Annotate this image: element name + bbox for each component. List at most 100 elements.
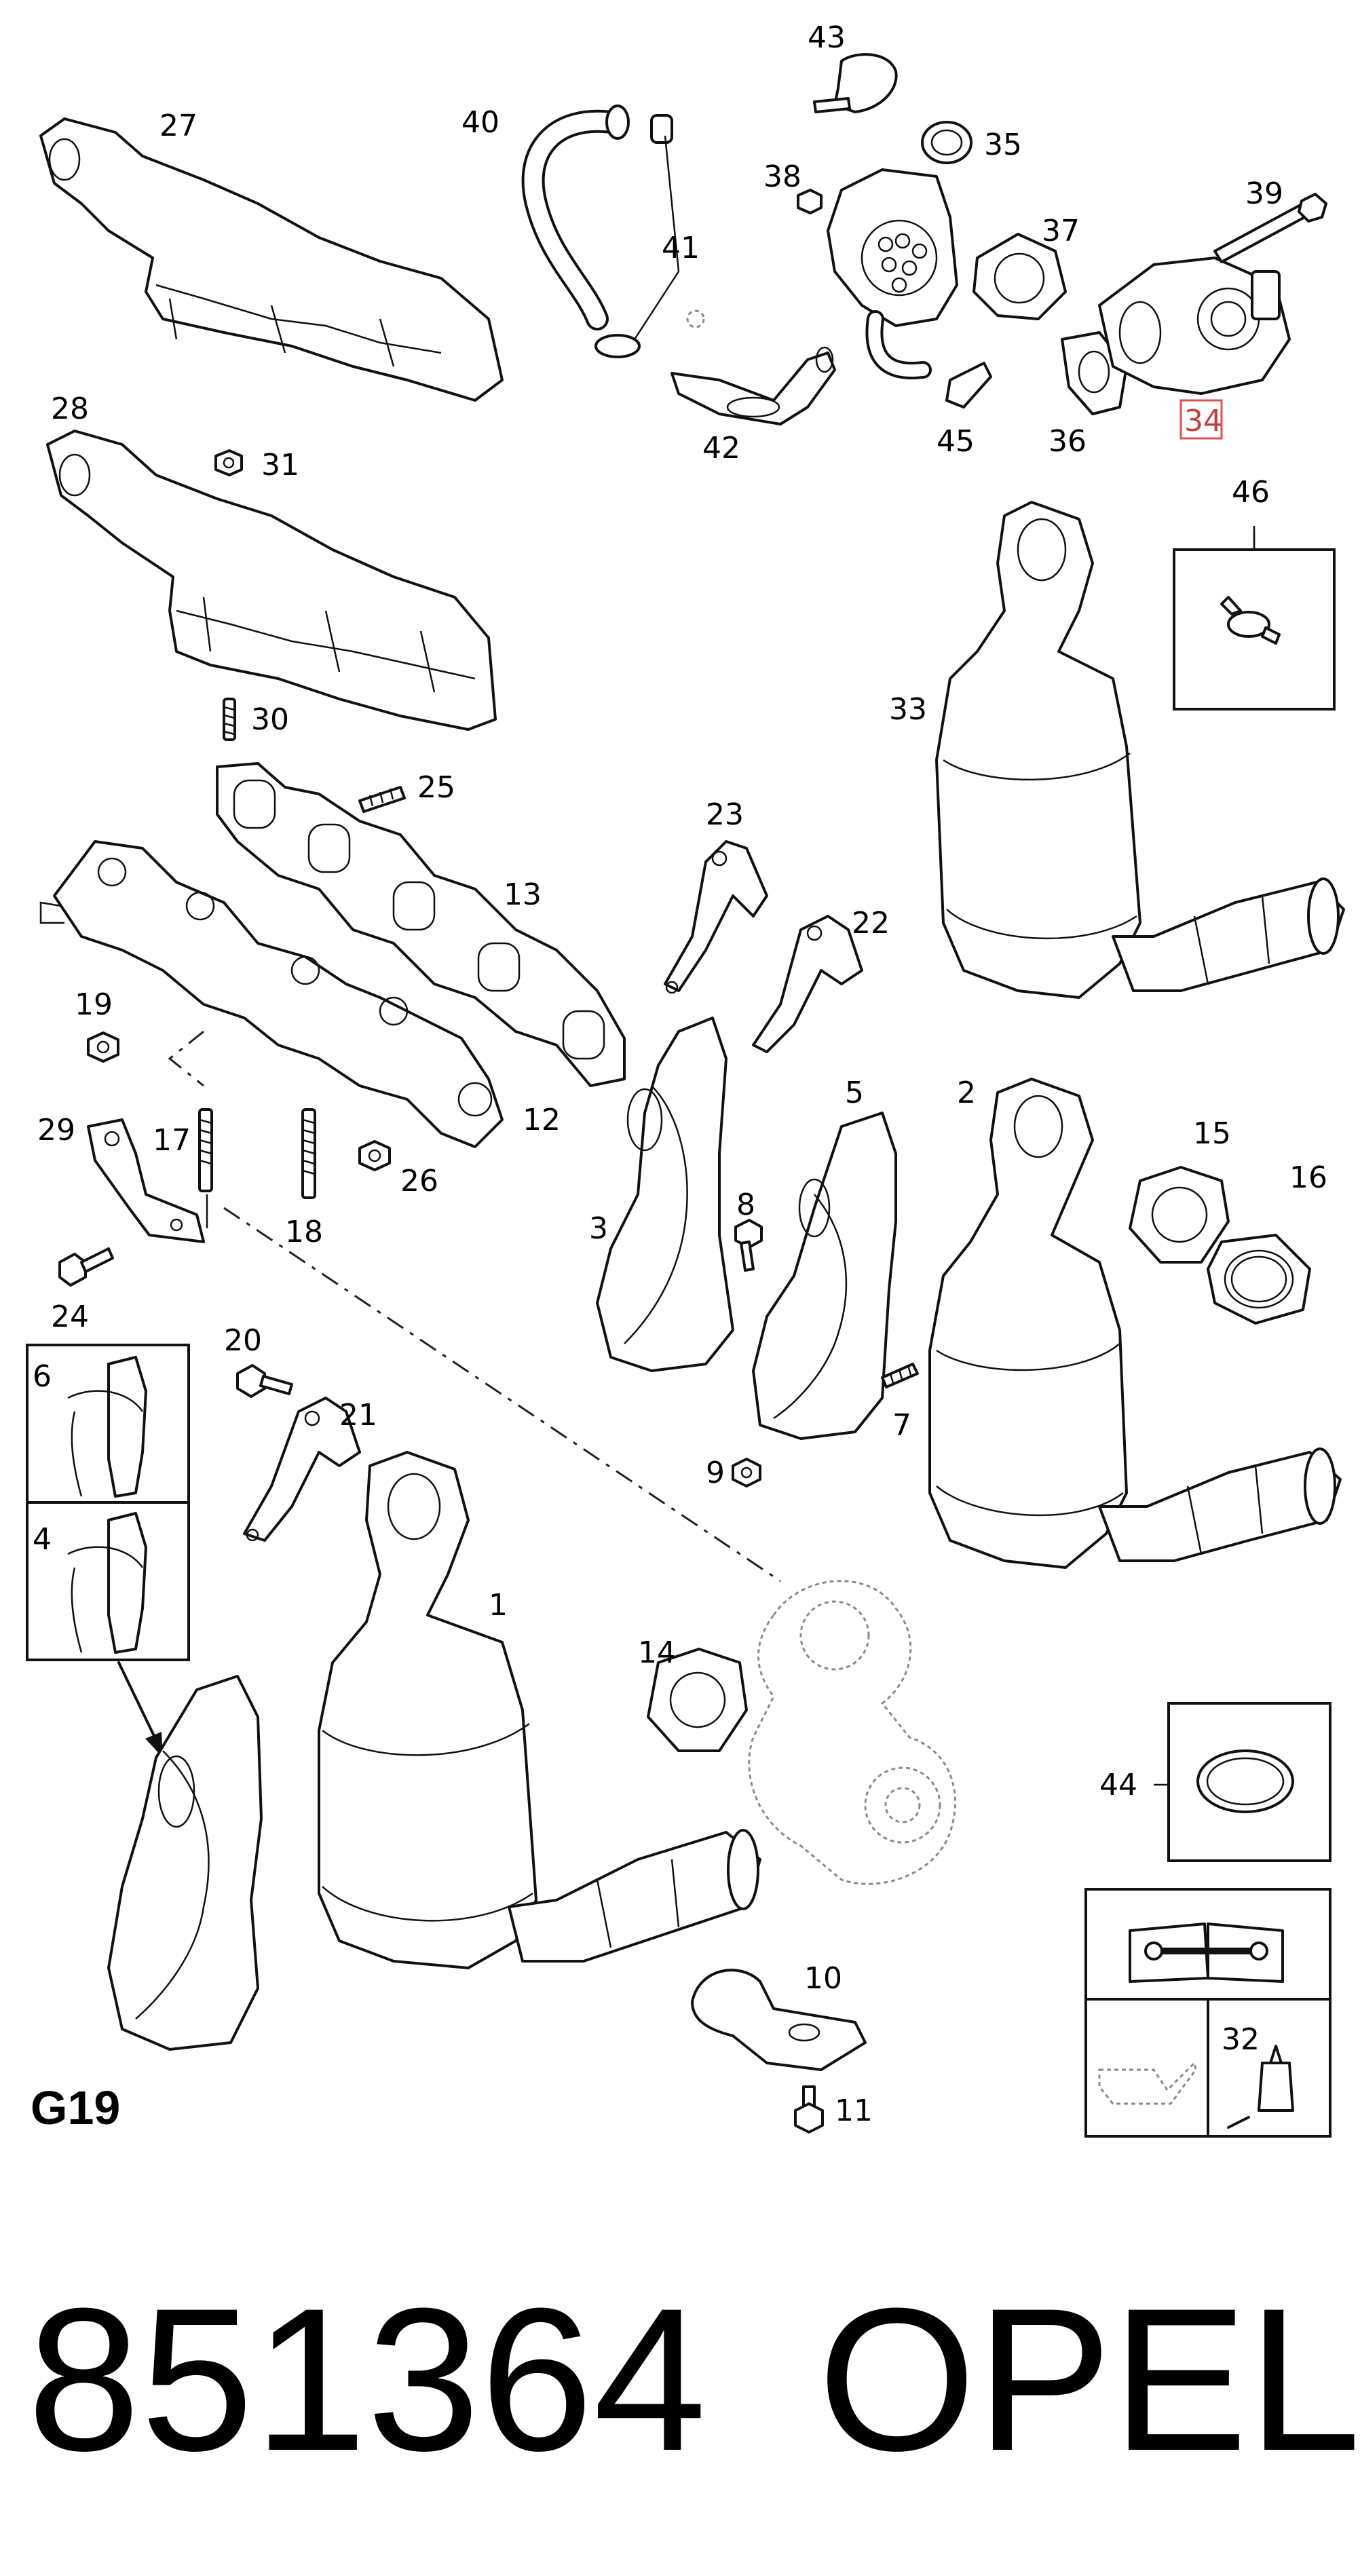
bracket-10 xyxy=(691,1969,867,2071)
callout-15: 15 xyxy=(1193,1116,1231,1151)
callout-27: 27 xyxy=(159,109,197,143)
gasket-15 xyxy=(1129,1166,1230,1264)
nut-9 xyxy=(732,1458,761,1488)
assembly-line xyxy=(168,1030,781,1583)
clamp-43 xyxy=(813,53,898,113)
callout-39: 39 xyxy=(1245,176,1283,211)
bracket-29 xyxy=(87,1118,205,1243)
callout-43: 43 xyxy=(808,20,846,55)
gasket-37 xyxy=(972,233,1067,320)
inset-arrow xyxy=(117,1661,163,1758)
callout-20: 20 xyxy=(224,1323,262,1358)
callout-29: 29 xyxy=(37,1113,75,1148)
callout-34: 34 xyxy=(1184,404,1222,438)
callout-23: 23 xyxy=(706,797,744,832)
inset-4 xyxy=(26,1501,190,1661)
turbocharger-ghost xyxy=(748,1580,956,1885)
leader-41 xyxy=(633,135,680,340)
inset-44 xyxy=(1154,1702,1331,1862)
callout-44: 44 xyxy=(1099,1768,1137,1802)
catalytic-converter-1 xyxy=(318,1451,761,1969)
bracket-21 xyxy=(243,1397,361,1542)
oil-can-icon xyxy=(1098,2060,1197,2105)
heat-shield-5 xyxy=(752,1112,897,1440)
callout-labels: 1 2 3 4 5 6 7 8 9 10 11 12 13 14 15 16 1… xyxy=(33,20,1327,2128)
stud-25 xyxy=(358,786,406,813)
callout-19: 19 xyxy=(75,987,113,1022)
callout-16: 16 xyxy=(1289,1160,1327,1195)
hose-40 xyxy=(521,105,630,330)
hose-clamp-41 xyxy=(594,114,673,358)
service-symbols-box xyxy=(1084,1888,1331,2138)
bolt-38 xyxy=(797,189,823,214)
callout-41: 41 xyxy=(662,231,700,265)
stud-7 xyxy=(881,1363,919,1388)
nut-19 xyxy=(87,1031,119,1063)
callout-26: 26 xyxy=(400,1164,438,1198)
gasket-16 xyxy=(1207,1234,1311,1325)
heat-shield-3 xyxy=(596,1017,734,1372)
bolt-39 xyxy=(1213,193,1327,263)
callout-45: 45 xyxy=(937,424,975,459)
nut-31 xyxy=(214,449,243,476)
callout-2: 2 xyxy=(957,1076,976,1110)
callout-4: 4 xyxy=(33,1522,52,1557)
group-label: G19 xyxy=(31,2081,120,2134)
callout-5: 5 xyxy=(845,1076,864,1110)
callout-42: 42 xyxy=(702,431,740,466)
callout-31: 31 xyxy=(261,448,299,482)
exhaust-manifold-12 xyxy=(39,840,504,1148)
egr-valve-34 xyxy=(1098,257,1291,395)
callout-12: 12 xyxy=(523,1103,561,1137)
callout-24: 24 xyxy=(51,1300,89,1334)
callout-13: 13 xyxy=(504,877,542,912)
brand-name: OPEL xyxy=(818,2265,1360,2493)
callout-46: 46 xyxy=(1232,475,1270,510)
nut-26 xyxy=(358,1140,391,1171)
callout-30: 30 xyxy=(251,702,289,737)
callout-3: 3 xyxy=(589,1211,608,1246)
bolt-20 xyxy=(236,1364,293,1398)
callout-35: 35 xyxy=(984,128,1022,162)
callout-6: 6 xyxy=(33,1359,52,1394)
stud-30 xyxy=(223,698,236,741)
callout-17: 17 xyxy=(153,1123,191,1158)
callout-7: 7 xyxy=(892,1408,911,1443)
egr-cooler-35 xyxy=(827,121,972,380)
callout-10: 10 xyxy=(804,1961,842,1996)
callout-1: 1 xyxy=(489,1588,508,1623)
catalytic-converter-2 xyxy=(928,1078,1342,1569)
callout-14: 14 xyxy=(638,1635,676,1670)
stud-17 xyxy=(198,1108,213,1192)
callout-18: 18 xyxy=(285,1215,323,1249)
inset-6 xyxy=(26,1344,190,1504)
sealant-tube-icon xyxy=(1227,2045,1294,2129)
callout-33: 33 xyxy=(889,692,927,727)
callout-21: 21 xyxy=(339,1398,377,1433)
bolt-24 xyxy=(58,1247,114,1287)
highlight-34 xyxy=(1179,399,1223,440)
callout-28: 28 xyxy=(51,392,89,426)
bolt-11 xyxy=(794,2085,824,2134)
callout-38: 38 xyxy=(763,159,801,194)
egr-pipe-42 xyxy=(670,309,836,425)
bracket-22 xyxy=(752,915,863,1053)
catalytic-converter-33 xyxy=(935,501,1345,999)
bracket-23 xyxy=(664,840,768,994)
callout-40: 40 xyxy=(461,105,499,140)
bolt-8 xyxy=(734,1219,763,1272)
callout-32: 32 xyxy=(1222,2022,1260,2057)
stud-18 xyxy=(301,1108,316,1199)
heat-shield-lower-left xyxy=(107,1675,263,2051)
callout-8: 8 xyxy=(736,1188,755,1222)
inset-46 xyxy=(1173,526,1336,711)
part-number: 851364 xyxy=(27,2265,706,2493)
heat-shield-upper-27 xyxy=(39,117,504,402)
open-book-wrench-icon xyxy=(1129,1922,1284,1983)
heat-shield-lower-28 xyxy=(46,430,497,731)
callout-9: 9 xyxy=(706,1456,725,1490)
callout-37: 37 xyxy=(1042,214,1080,248)
clip-45 xyxy=(945,362,992,409)
callout-22: 22 xyxy=(852,906,890,941)
